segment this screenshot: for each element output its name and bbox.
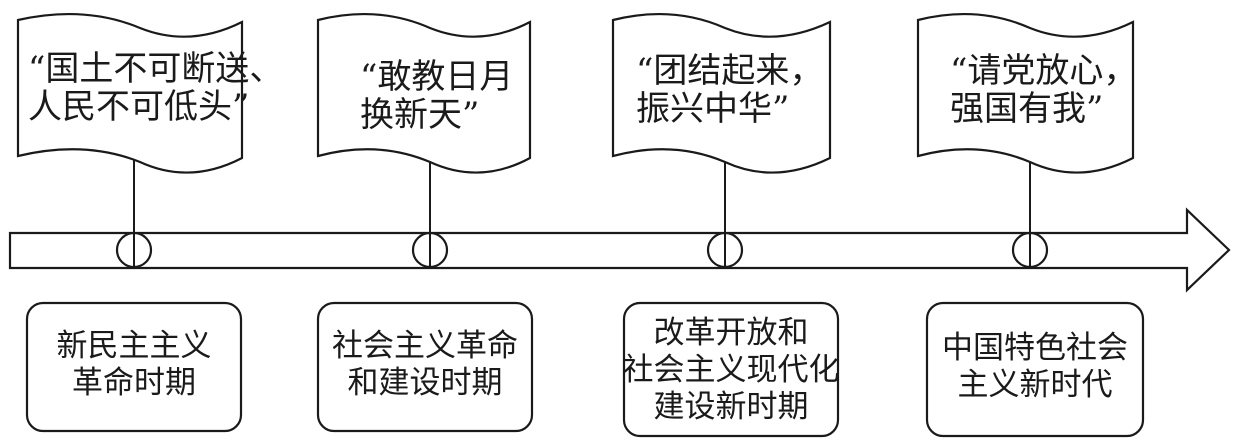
flag-slogan-line: 换新天” [360, 95, 479, 135]
period-label-line: 中国特色社会 [942, 330, 1128, 366]
timeline-arrow [8, 207, 1231, 293]
flag-slogan-line: 振兴中华” [636, 89, 789, 129]
period-box [622, 301, 840, 438]
period-label-line: 新民主主义 [57, 328, 212, 364]
period-4: “请党放心， 强国有我” 中国特色社会 主义新时代 [916, 13, 1145, 438]
flag-slogan-line: “团结起来， [636, 51, 823, 91]
period-label-line: 革命时期 [72, 365, 196, 401]
period-label-line: 建设新时期 [654, 389, 809, 425]
flag-banner [611, 13, 832, 174]
flag-slogan-line: “敢教日月 [360, 57, 513, 97]
period-label-line: 社会主义革命 [332, 328, 518, 364]
flag-slogan-line: “请党放心， [950, 51, 1137, 91]
flag-slogan-line: 强国有我” [950, 89, 1103, 129]
period-label-line: 主义新时代 [958, 367, 1113, 403]
period-box [25, 301, 243, 433]
period-label-line: 和建设时期 [348, 365, 503, 401]
flag-banner [316, 13, 532, 174]
flag-slogan-line: 人民不可低头” [28, 87, 249, 127]
period-3: “团结起来， 振兴中华” 改革开放和 社会主义现代化 建设新时期 [611, 13, 840, 438]
period-box [925, 301, 1145, 438]
period-2: “敢教日月 换新天” 社会主义革命 和建设时期 [316, 13, 534, 433]
period-label-line: 社会主义现代化 [623, 352, 840, 388]
flag-banner [16, 12, 244, 174]
period-1: “国土不可断送、 人民不可低头” 新民主主义 革命时期 [16, 12, 283, 433]
period-box [316, 301, 534, 433]
period-label-line: 改革开放和 [654, 315, 809, 351]
flag-banner [916, 13, 1135, 174]
flag-slogan-line: “国土不可断送、 [28, 49, 283, 89]
